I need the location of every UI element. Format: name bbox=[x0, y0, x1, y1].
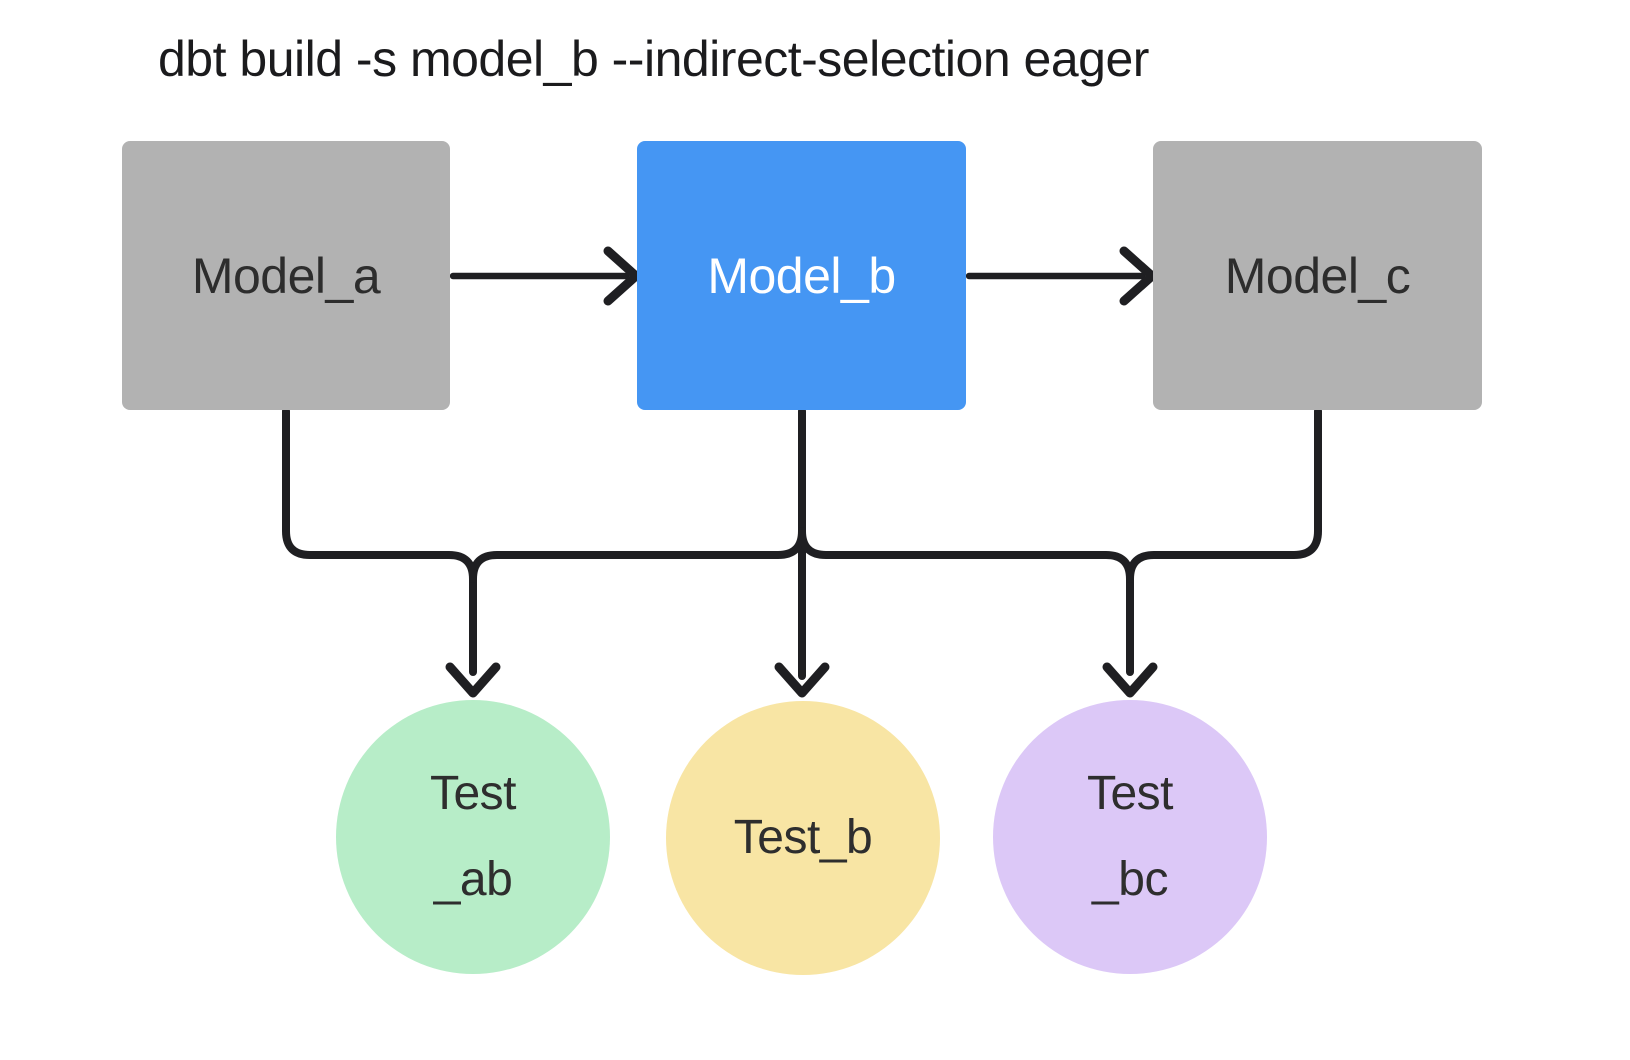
node-model-c: Model_c bbox=[1153, 141, 1482, 410]
node-model-b-selected: Model_b bbox=[637, 141, 966, 410]
edge-model-c-to-test-bc bbox=[1126, 407, 1322, 583]
arrowhead-test-ab bbox=[445, 662, 501, 698]
edge-model-b-to-test-bc bbox=[798, 527, 1134, 676]
arrowhead-test-bc bbox=[1102, 662, 1158, 698]
node-model-a: Model_a bbox=[122, 141, 450, 410]
node-model-c-label: Model_c bbox=[1224, 247, 1411, 304]
diagram-title: dbt build -s model_b --indirect-selectio… bbox=[158, 31, 1149, 87]
edge-model-b-to-test-ab bbox=[469, 527, 806, 676]
node-test-bc-label-line2: _bc bbox=[1092, 853, 1168, 906]
node-test-b: Test_b bbox=[666, 701, 940, 975]
node-test-b-label-line1: Test_b bbox=[733, 811, 873, 864]
edge-model-a-to-test-ab bbox=[282, 407, 477, 583]
node-test-bc-label-line1: Test bbox=[1086, 767, 1174, 820]
arrowhead-test-b bbox=[774, 662, 830, 698]
node-test-ab: Test _ab bbox=[336, 700, 610, 974]
node-test-ab-label-line1: Test bbox=[429, 767, 517, 820]
node-test-bc: Test _bc bbox=[993, 700, 1267, 974]
node-test-ab-label-line2: _ab bbox=[433, 853, 513, 906]
node-model-a-label: Model_a bbox=[191, 247, 381, 304]
arrowhead-model-b bbox=[603, 246, 641, 306]
node-model-b-label: Model_b bbox=[707, 247, 896, 304]
arrowhead-model-c bbox=[1119, 246, 1157, 306]
